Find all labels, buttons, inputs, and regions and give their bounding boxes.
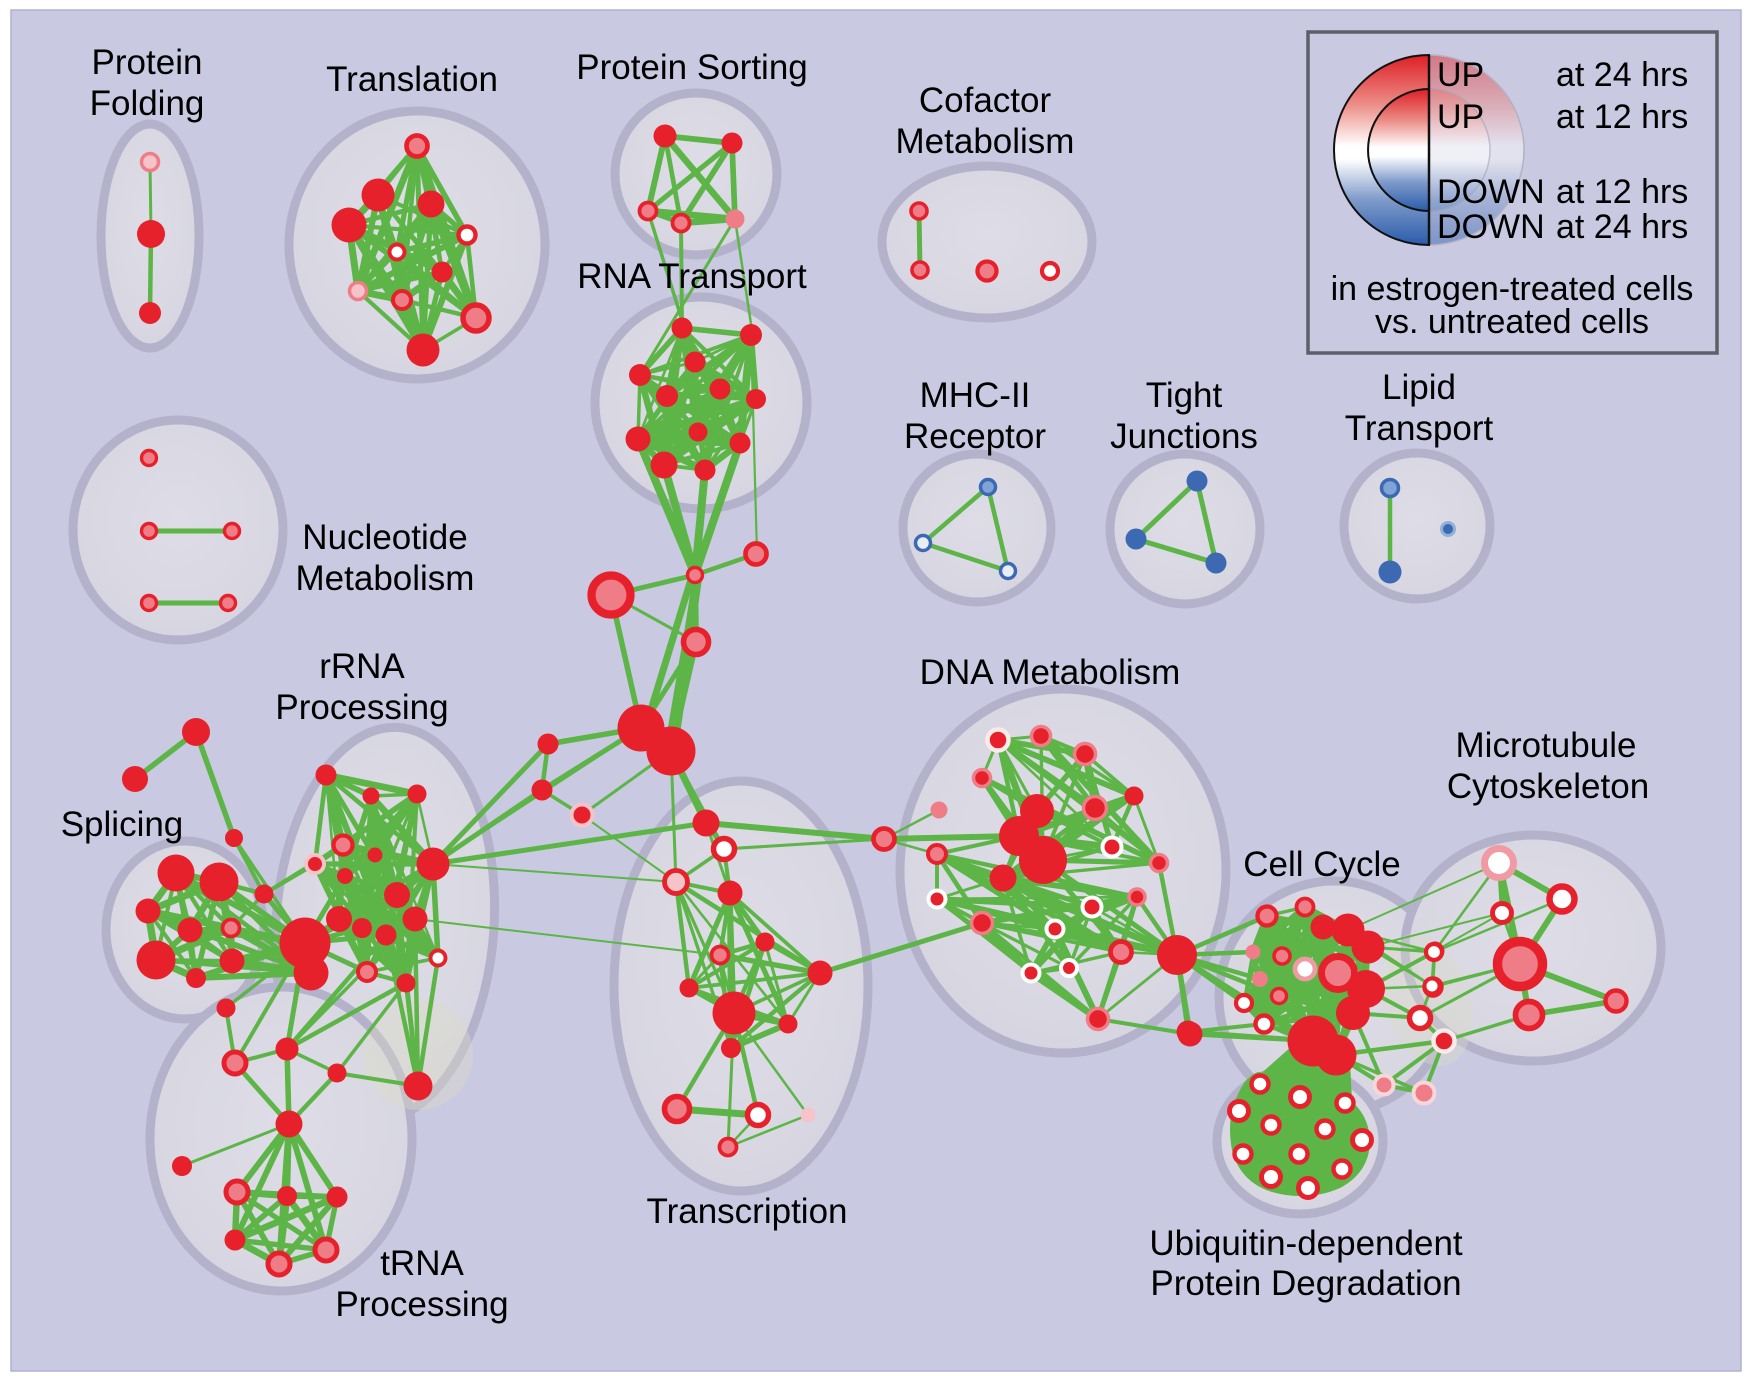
svg-text:Protein Sorting: Protein Sorting bbox=[576, 48, 808, 87]
svg-text:DOWN: DOWN bbox=[1437, 173, 1545, 211]
svg-text:in estrogen-treated cells: in estrogen-treated cells bbox=[1331, 270, 1694, 308]
svg-text:at 24 hrs: at 24 hrs bbox=[1556, 56, 1688, 94]
svg-text:Protein: Protein bbox=[92, 43, 203, 82]
svg-text:Junctions: Junctions bbox=[1110, 417, 1258, 456]
svg-text:Cofactor: Cofactor bbox=[919, 81, 1052, 120]
svg-text:at 24 hrs: at 24 hrs bbox=[1556, 208, 1688, 246]
svg-text:Ubiquitin-dependent: Ubiquitin-dependent bbox=[1149, 1224, 1463, 1263]
svg-text:Transcription: Transcription bbox=[647, 1192, 848, 1231]
svg-text:Cytoskeleton: Cytoskeleton bbox=[1447, 767, 1649, 806]
svg-text:Tight: Tight bbox=[1146, 376, 1223, 415]
svg-text:DNA Metabolism: DNA Metabolism bbox=[920, 653, 1181, 692]
svg-text:Lipid: Lipid bbox=[1382, 368, 1456, 407]
svg-text:Cell Cycle: Cell Cycle bbox=[1243, 845, 1401, 884]
svg-text:tRNA: tRNA bbox=[380, 1244, 464, 1283]
svg-text:Folding: Folding bbox=[90, 84, 205, 123]
svg-text:MHC-II: MHC-II bbox=[920, 376, 1031, 415]
svg-text:Splicing: Splicing bbox=[61, 805, 184, 844]
svg-text:at 12 hrs: at 12 hrs bbox=[1556, 98, 1688, 136]
svg-text:UP: UP bbox=[1437, 56, 1484, 94]
svg-text:Transport: Transport bbox=[1345, 409, 1494, 448]
svg-text:Protein Degradation: Protein Degradation bbox=[1150, 1264, 1461, 1303]
svg-text:DOWN: DOWN bbox=[1437, 208, 1545, 246]
svg-text:Microtubule: Microtubule bbox=[1456, 726, 1637, 765]
svg-text:at 12 hrs: at 12 hrs bbox=[1556, 173, 1688, 211]
svg-text:RNA Transport: RNA Transport bbox=[577, 257, 807, 296]
svg-text:Receptor: Receptor bbox=[904, 417, 1046, 456]
svg-text:Metabolism: Metabolism bbox=[896, 122, 1075, 161]
svg-text:UP: UP bbox=[1437, 98, 1484, 136]
svg-text:Processing: Processing bbox=[275, 688, 448, 727]
svg-text:Processing: Processing bbox=[335, 1285, 508, 1324]
svg-text:Metabolism: Metabolism bbox=[296, 559, 475, 598]
svg-text:Nucleotide: Nucleotide bbox=[302, 518, 467, 557]
svg-text:rRNA: rRNA bbox=[319, 647, 405, 686]
svg-text:Translation: Translation bbox=[326, 60, 498, 99]
svg-text:vs. untreated cells: vs. untreated cells bbox=[1375, 303, 1649, 341]
